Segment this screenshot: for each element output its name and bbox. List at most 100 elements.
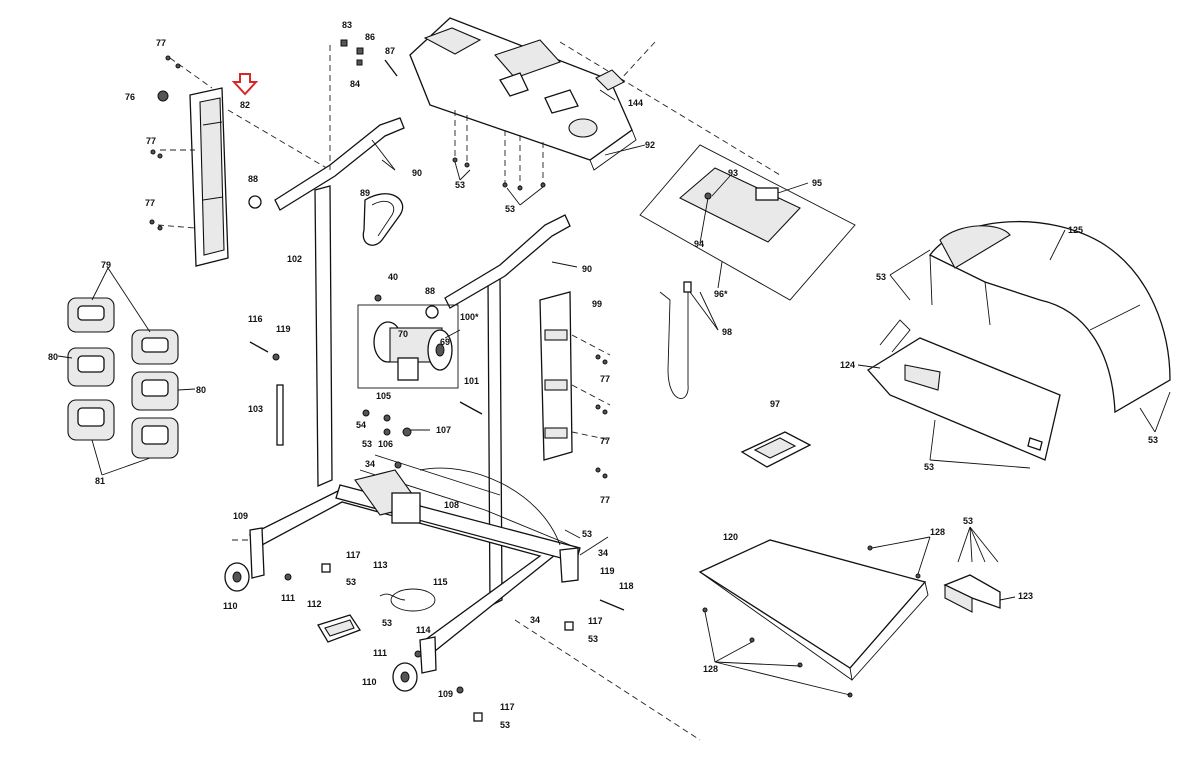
part-label: 101: [464, 376, 479, 386]
part-label: 88: [248, 174, 258, 184]
switch-housing-part-112: [317, 614, 361, 643]
part-label: 107: [436, 425, 451, 435]
part-label: 81: [95, 476, 105, 486]
bushing-part-88-mid: [425, 305, 439, 319]
part-label: 119: [600, 566, 615, 576]
part-label: 125: [1068, 225, 1083, 235]
part-label: 108: [444, 500, 459, 510]
screw-part-76: [157, 90, 169, 102]
part-label: 53: [876, 272, 886, 282]
part-label: 77: [146, 136, 156, 146]
part-label: 86: [365, 32, 375, 42]
part-label: 117: [346, 550, 361, 560]
part-label: 128: [930, 527, 945, 537]
label-part-144: [595, 69, 625, 91]
part-label: 40: [388, 272, 398, 282]
part-label: 90: [412, 168, 422, 178]
leader-lines: [371, 89, 1171, 696]
part-label: 77: [600, 374, 610, 384]
part-label: 80: [48, 352, 58, 362]
highlight-arrow-icon: [231, 73, 259, 96]
part-label: 117: [500, 702, 515, 712]
part-label: 34: [530, 615, 540, 625]
wire-harness-part-98: [659, 281, 692, 399]
part-label: 53: [1148, 435, 1158, 445]
part-label: 90: [582, 264, 592, 274]
part-label: 77: [600, 495, 610, 505]
screw-part-40: [374, 294, 382, 302]
main-frame: [248, 117, 581, 674]
part-label: 120: [723, 532, 738, 542]
wheel-part-110-left: [224, 562, 250, 592]
part-label: 34: [598, 548, 608, 558]
part-label: 79: [101, 260, 111, 270]
part-label: 53: [382, 618, 392, 628]
wheel-part-110-front: [392, 662, 418, 692]
bracket-part-123: [943, 574, 1001, 613]
part-label: 103: [248, 404, 263, 414]
base-pan-part-124: [867, 319, 1061, 461]
part-label-highlighted: 82: [240, 100, 250, 110]
motor-assembly-parts-69-70: [357, 304, 459, 389]
part-label: 53: [505, 204, 515, 214]
guide-lines: [232, 41, 781, 741]
part-label: 117: [588, 616, 603, 626]
screw-group-77-left: [149, 55, 181, 231]
upright-cover-part-99: [539, 291, 611, 461]
part-label: 100*: [460, 312, 479, 322]
part-label: 144: [628, 98, 643, 108]
part-label: 115: [433, 577, 448, 587]
part-labels: 77 76 82 77 77 88 83 86 87 84 90 89 102 …: [48, 20, 1158, 730]
console-part-92: [409, 17, 637, 171]
control-board-part-96: [639, 144, 856, 301]
part-label: 84: [350, 79, 360, 89]
part-label: 123: [1018, 591, 1033, 601]
part-label: 69: [440, 337, 450, 347]
part-label: 113: [373, 560, 388, 570]
part-label: 70: [398, 329, 408, 339]
part-label: 53: [963, 516, 973, 526]
part-label: 110: [362, 677, 377, 687]
part-label: 94: [694, 239, 704, 249]
part-label: 88: [425, 286, 435, 296]
part-label: 53: [500, 720, 510, 730]
hardware-parts-105-106-107-54: [362, 409, 412, 469]
part-label: 95: [812, 178, 822, 188]
rod-part-101: [459, 401, 483, 415]
part-label: 128: [703, 664, 718, 674]
part-label: 109: [233, 511, 248, 521]
power-cord-part-113: [379, 588, 436, 612]
part-label: 116: [248, 314, 263, 324]
part-label: 92: [645, 140, 655, 150]
part-label: 34: [365, 459, 375, 469]
screw-group-128: [702, 545, 921, 698]
part-label: 105: [376, 391, 391, 401]
shock-part-103: [276, 384, 284, 446]
upright-cover-part-82: [157, 57, 331, 267]
part-label: 110: [223, 601, 238, 611]
part-label: 76: [125, 92, 135, 102]
bushing-part-88-top: [248, 195, 262, 209]
hardware-parts-83-84-86-87: [340, 39, 398, 77]
part-label: 87: [385, 46, 395, 56]
part-label: 53: [588, 634, 598, 644]
console-screws-53: [452, 110, 546, 191]
part-label: 53: [362, 439, 372, 449]
belt-part-89: [362, 193, 404, 246]
part-label: 99: [592, 299, 602, 309]
part-label: 53: [582, 529, 592, 539]
part-label: 109: [438, 689, 453, 699]
part-label: 77: [156, 38, 166, 48]
part-label: 53: [346, 577, 356, 587]
part-label: 114: [416, 625, 431, 635]
part-label: 83: [342, 20, 352, 30]
part-label: 53: [924, 462, 934, 472]
hardware-parts-116-119: [249, 341, 280, 361]
part-label: 97: [770, 399, 780, 409]
part-label: 111: [373, 648, 387, 658]
part-label: 119: [276, 324, 291, 334]
deck-board-part-120: [698, 539, 929, 681]
motor-hood-part-125: [929, 220, 1171, 414]
part-label: 111: [281, 593, 295, 603]
